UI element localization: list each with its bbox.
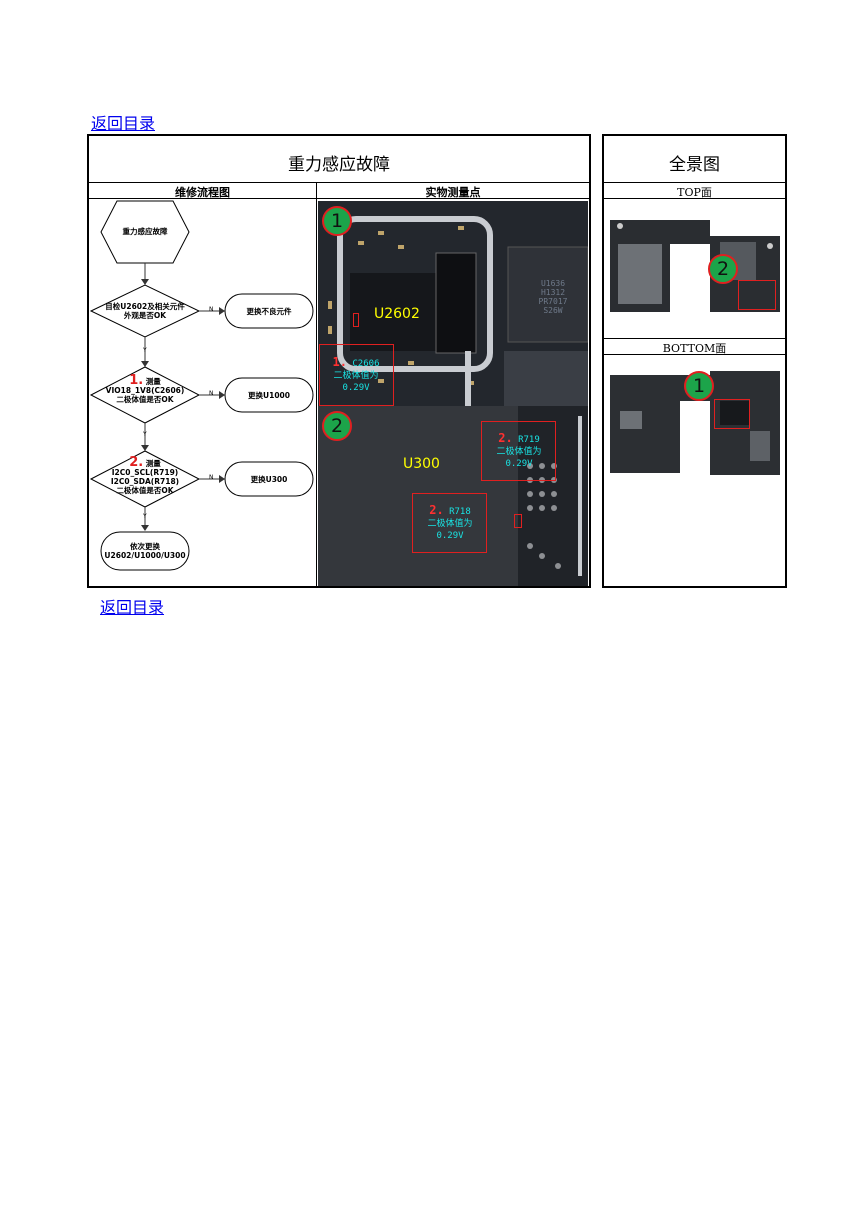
- flow-step-number-1: 1.: [129, 373, 144, 388]
- overview-header-divider: [604, 182, 785, 183]
- point-badge-1: 1: [322, 206, 352, 236]
- measure-photo-bottom: 2 U300 2. R719 二极体值为 0.29V 2. R718 二极体值为…: [318, 406, 588, 586]
- bottom-board-artwork: [610, 371, 780, 475]
- measure-point-name: C2606: [352, 359, 380, 369]
- col-flow-header: 维修流程图: [175, 186, 230, 199]
- repair-flowchart: 重力感应故障 目检U2602及相关元件外观是否OK 更换不良元件 1. 测量 V…: [89, 199, 316, 586]
- measure-note-r718: 2. R718 二极体值为 0.29V: [413, 504, 487, 542]
- measure-point-name: R718: [449, 507, 471, 517]
- flow-end-line2: U2602/U1000/U300: [104, 551, 186, 560]
- chip-label-u2602: U2602: [374, 306, 420, 322]
- flow-yes-label: Y: [143, 431, 147, 438]
- flow-start-shape: [100, 200, 190, 264]
- flow-end-line1: 依次更换: [130, 542, 160, 551]
- flow-yes-label: Y: [143, 513, 147, 520]
- overview-mid-divider-2: [604, 354, 785, 355]
- measure-number: 2.: [498, 431, 513, 445]
- flow-start: 重力感应故障: [122, 227, 168, 236]
- measure-photo-top: U1636 H1312 PR7017 S26W 1 U2602 1. C2606…: [318, 201, 588, 406]
- flow-step-2-line1: VIO18_1V8(C2606): [105, 386, 185, 395]
- overview-badge-2: 2: [708, 254, 738, 284]
- flow-step-3-line1: I2C0_SCL(R719): [111, 468, 179, 477]
- overview-bottom-board: 1: [610, 371, 780, 475]
- flow-no-label: N: [209, 390, 214, 397]
- measure-note-c2606: 1. C2606 二极体值为 0.29V: [320, 356, 392, 394]
- flow-end-shape: [100, 531, 190, 571]
- top-side-label: TOP面: [677, 186, 712, 199]
- bottom-board-highlight: [714, 399, 750, 429]
- measure-note-r719: 2. R719 二极体值为 0.29V: [482, 432, 556, 470]
- flow-no-label: N: [209, 474, 214, 481]
- column-divider: [316, 183, 317, 586]
- main-table-title: 重力感应故障: [288, 155, 390, 175]
- measure-number: 2.: [429, 503, 444, 517]
- flow-decision-2: 1. 测量 VIO18_1V8(C2606) 二极体值是否OK: [103, 373, 187, 404]
- pcb-bottom-artwork: [318, 406, 588, 586]
- flow-action-1: 更换不良元件: [246, 307, 292, 316]
- overview-table: 全景图 TOP面 BOTTOM面 2 1: [602, 134, 787, 588]
- flow-step-word: 测量: [145, 459, 161, 468]
- point-marker-r718: [514, 514, 522, 528]
- top-board-highlight: [738, 280, 776, 310]
- flow-step-word: 测量: [145, 377, 161, 386]
- chip-label-u300: U300: [403, 456, 440, 472]
- flow-action-3-shape: [224, 461, 314, 497]
- measure-box-r718: [412, 493, 487, 553]
- header-divider: [89, 182, 589, 183]
- point-badge-2: 2: [322, 411, 352, 441]
- flow-yes-label: Y: [143, 347, 147, 354]
- overview-mid-divider: [604, 338, 785, 339]
- measure-box-r719: [481, 421, 556, 481]
- point-marker-c2606: [353, 313, 359, 327]
- flow-end: 依次更换 U2602/U1000/U300: [101, 542, 189, 560]
- flow-action-1-shape: [224, 293, 314, 329]
- back-to-index-link-top[interactable]: 返回目录: [91, 114, 156, 133]
- measure-desc: 二极体值为: [333, 371, 379, 381]
- measure-desc: 二极体值为: [427, 519, 473, 529]
- flow-decision-3: 2. 测量 I2C0_SCL(R719) I2C0_SDA(R718) 二极体值…: [103, 455, 187, 495]
- flow-action-3: 更换U300: [250, 475, 288, 484]
- ic-marking: U1636 H1312 PR7017 S26W: [538, 279, 568, 315]
- measure-value: 0.29V: [505, 459, 533, 469]
- flow-step-2-line2: 二极体值是否OK: [116, 395, 174, 404]
- pcb-top-artwork: [318, 201, 588, 406]
- flow-step-3-line2: I2C0_SDA(R718): [110, 477, 180, 486]
- flow-no-label: N: [209, 306, 214, 313]
- col-measure-header: 实物测量点: [425, 186, 481, 199]
- measure-value: 0.29V: [436, 531, 464, 541]
- overview-badge-1: 1: [684, 371, 714, 401]
- overview-subheader-divider: [604, 198, 785, 199]
- overview-top-board: 2: [610, 216, 780, 316]
- flow-step-number-2: 2.: [129, 455, 144, 470]
- measure-value: 0.29V: [342, 383, 370, 393]
- subheader-divider: [89, 198, 589, 199]
- measure-number: 1.: [332, 355, 347, 369]
- flow-step-3-line3: 二极体值是否OK: [116, 486, 174, 495]
- back-to-index-link-bottom[interactable]: 返回目录: [100, 598, 165, 617]
- measure-point-name: R719: [518, 435, 540, 445]
- flow-action-2-shape: [224, 377, 314, 413]
- flowchart-shapes: [89, 200, 314, 571]
- flow-action-2: 更换U1000: [248, 391, 290, 400]
- main-table: 重力感应故障 维修流程图 实物测量点: [87, 134, 591, 588]
- bottom-side-label: BOTTOM面: [662, 342, 727, 355]
- measure-box-c2606: [319, 344, 394, 406]
- flow-decision-1: 目检U2602及相关元件外观是否OK: [105, 302, 185, 320]
- measure-desc: 二极体值为: [496, 447, 542, 457]
- overview-title: 全景图: [669, 155, 720, 175]
